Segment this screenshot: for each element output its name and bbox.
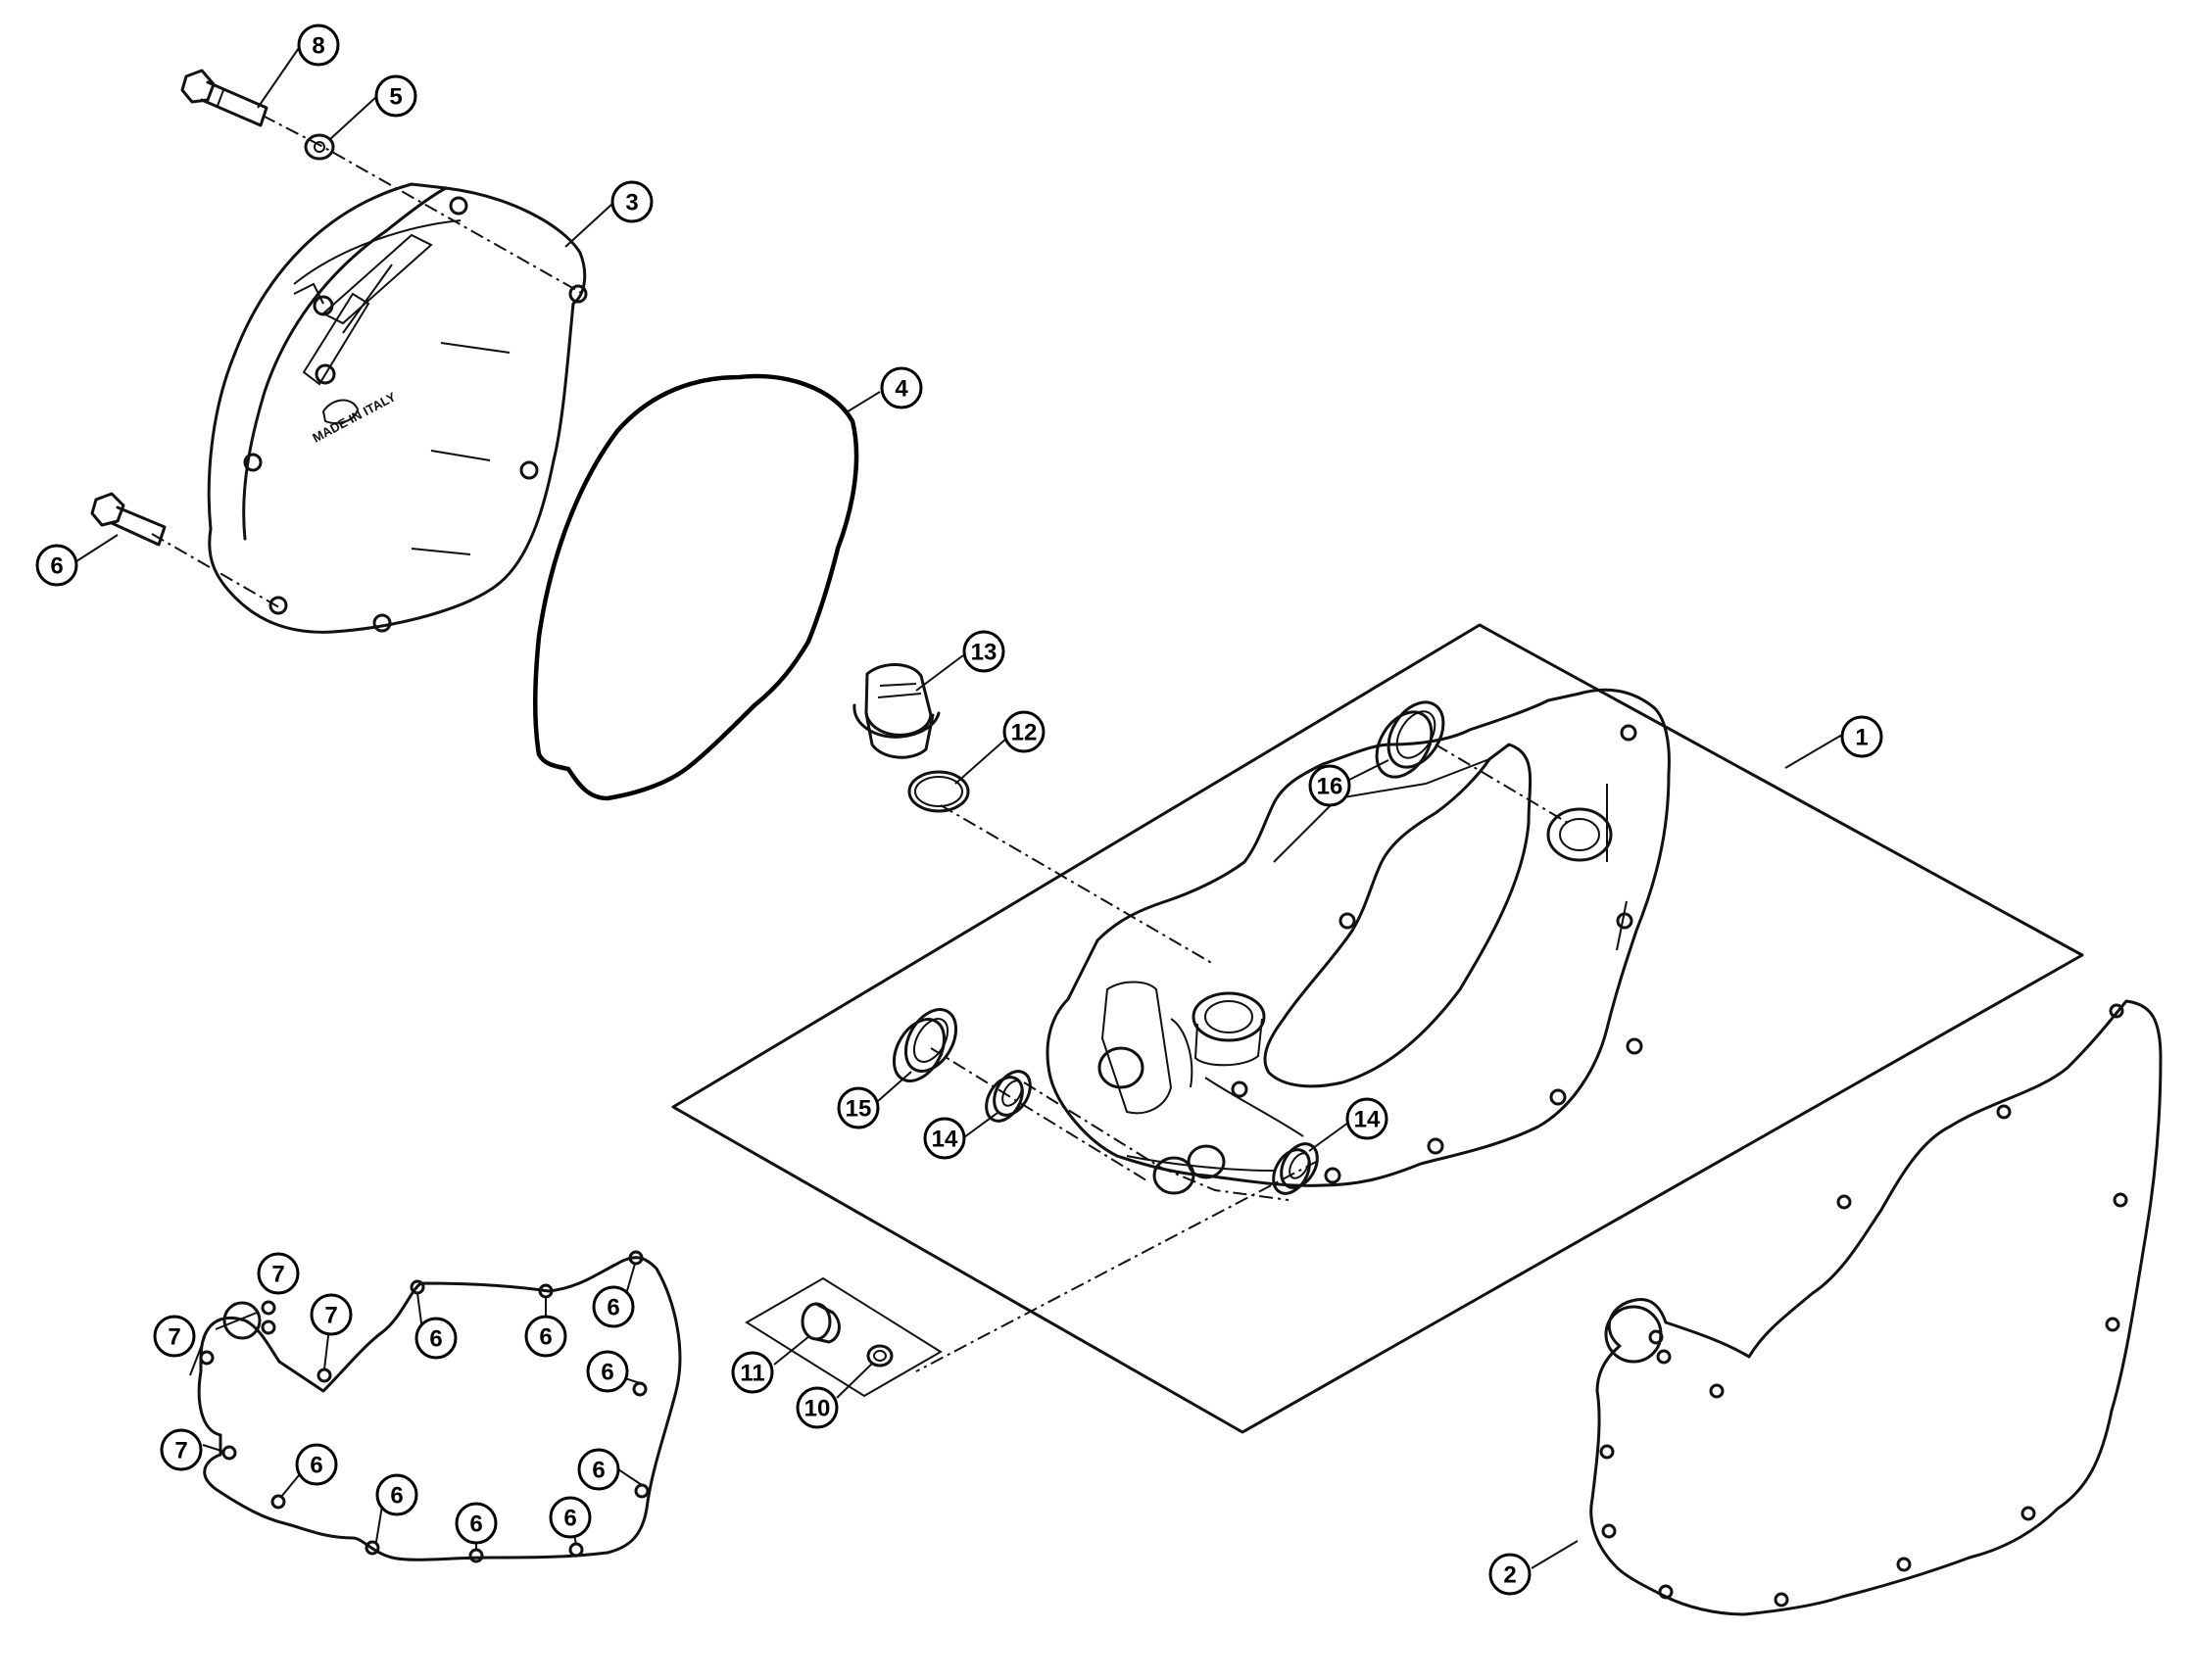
svg-text:7: 7: [174, 1438, 187, 1464]
plug-part-13: [852, 663, 941, 759]
gasket-callout-6b: 6: [524, 1315, 567, 1358]
svg-text:2: 2: [1503, 1562, 1516, 1589]
cover-logo: MADE IN ITALY: [310, 389, 398, 445]
gasket-callout-6f: 6: [295, 1443, 338, 1486]
gasket-callout-6g: 6: [375, 1473, 418, 1516]
svg-text:15: 15: [846, 1096, 872, 1123]
callout-13: 13: [962, 630, 1005, 673]
svg-text:6: 6: [390, 1483, 403, 1510]
gasket-callout-7c: 7: [310, 1293, 353, 1336]
gasket-callout-6d: 6: [586, 1350, 629, 1393]
callout-8: 8: [297, 24, 340, 67]
clutch-cover-part-3: MADE IN ITALY: [207, 182, 588, 634]
svg-text:6: 6: [310, 1453, 322, 1479]
gasket-callout-7b: 7: [153, 1315, 196, 1358]
svg-text:7: 7: [168, 1324, 180, 1351]
callout-14-right: 14: [1345, 1097, 1388, 1140]
svg-text:14: 14: [1354, 1107, 1381, 1133]
washer-part-5: [304, 133, 335, 161]
gasket-callout-6a: 6: [414, 1317, 458, 1360]
gasket-callout-6c: 6: [592, 1285, 635, 1328]
svg-text:11: 11: [740, 1361, 764, 1387]
o-ring-gasket-part-4: [533, 373, 859, 801]
bearing-part-14-right: [1272, 1142, 1319, 1195]
svg-text:3: 3: [625, 190, 638, 216]
sub-assembly-box-10-11: [745, 1276, 943, 1398]
callout-15: 15: [837, 1086, 880, 1129]
gasket-callout-7a: 7: [257, 1252, 300, 1295]
svg-text:6: 6: [563, 1506, 576, 1532]
svg-text:6: 6: [469, 1512, 482, 1538]
gasket-part-2: [1589, 999, 2163, 1616]
callout-1: 1: [1840, 715, 1883, 758]
svg-text:6: 6: [592, 1458, 605, 1484]
callout-10: 10: [796, 1386, 839, 1429]
o-ring-part-12: [907, 770, 970, 813]
svg-text:12: 12: [1011, 720, 1038, 746]
svg-text:7: 7: [271, 1262, 284, 1288]
svg-text:6: 6: [539, 1324, 552, 1351]
cover-stamp-text: MADE IN ITALY: [310, 389, 398, 445]
svg-text:8: 8: [312, 33, 324, 60]
svg-text:6: 6: [601, 1360, 613, 1386]
svg-text:10: 10: [804, 1396, 831, 1422]
crankcase-part-1: [1046, 688, 1671, 1195]
gasket-callout-6e: 6: [577, 1448, 620, 1491]
bolt-part-6: [90, 492, 167, 547]
gasket-callout-7d: 7: [160, 1428, 203, 1471]
bolt-part-8: [180, 69, 268, 127]
seal-part-16: [1375, 700, 1445, 779]
svg-text:16: 16: [1317, 774, 1343, 800]
callout-4: 4: [880, 366, 923, 409]
svg-text:1: 1: [1855, 725, 1868, 751]
svg-text:6: 6: [429, 1326, 442, 1353]
seal-part-15: [892, 1008, 958, 1082]
callout-6: 6: [35, 544, 78, 587]
svg-text:13: 13: [971, 640, 998, 666]
callout-5: 5: [374, 74, 417, 118]
callout-12: 12: [1002, 710, 1046, 753]
callout-14-left: 14: [923, 1117, 966, 1160]
callout-11: 11: [731, 1351, 774, 1394]
svg-text:4: 4: [895, 376, 908, 403]
bearing-part-14-left: [985, 1070, 1032, 1123]
gasket-callout-6h: 6: [455, 1502, 498, 1545]
callout-16: 16: [1308, 764, 1351, 807]
svg-text:6: 6: [50, 553, 63, 580]
svg-text:6: 6: [607, 1295, 619, 1321]
assembly-box-part-1: [671, 623, 2084, 1434]
gasket-left: [197, 1250, 682, 1563]
gasket-callout-6i: 6: [549, 1496, 592, 1539]
svg-text:5: 5: [389, 84, 402, 111]
callout-2: 2: [1488, 1553, 1532, 1596]
svg-text:7: 7: [324, 1303, 337, 1329]
svg-text:14: 14: [932, 1127, 958, 1153]
callouts: 8 5 3 4 6 13 12 1 16 15 14 14 11 10 2 7 …: [35, 24, 1883, 1596]
callout-3: 3: [610, 180, 654, 223]
